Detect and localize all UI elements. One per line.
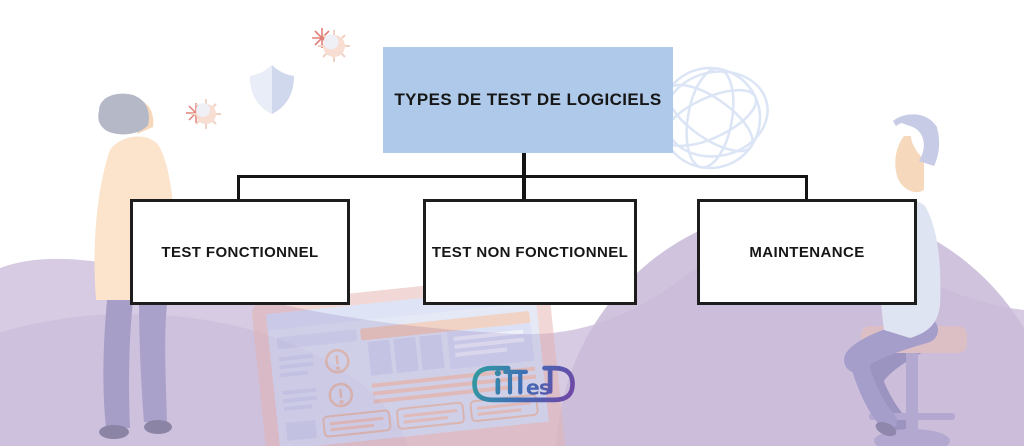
node-maintenance: MAINTENANCE bbox=[697, 199, 917, 305]
node-label: TEST FONCTIONNEL bbox=[161, 243, 319, 261]
connector-drop-right bbox=[805, 175, 808, 200]
shield-icon bbox=[250, 65, 294, 114]
node-test-fonctionnel: TEST FONCTIONNEL bbox=[130, 199, 350, 305]
illest-logo: es bbox=[472, 365, 575, 403]
node-label: TEST NON FONCTIONNEL bbox=[431, 243, 629, 261]
sparkle-icon bbox=[312, 28, 332, 48]
node-label: MAINTENANCE bbox=[749, 243, 865, 261]
wireframe-globe-icon bbox=[658, 66, 769, 170]
logo-letters: es bbox=[526, 375, 551, 399]
node-test-non-fonctionnel: TEST NON FONCTIONNEL bbox=[423, 199, 637, 305]
root-node-label: TYPES DE TEST DE LOGICIELS bbox=[394, 90, 662, 109]
connector-horizontal bbox=[237, 175, 808, 178]
connector-drop-left bbox=[237, 175, 240, 200]
virus-icon bbox=[191, 99, 221, 129]
root-node-types-de-test: TYPES DE TEST DE LOGICIELS bbox=[383, 47, 673, 153]
monitor-checklist-illustration bbox=[251, 273, 567, 446]
virus-icon bbox=[318, 30, 350, 62]
